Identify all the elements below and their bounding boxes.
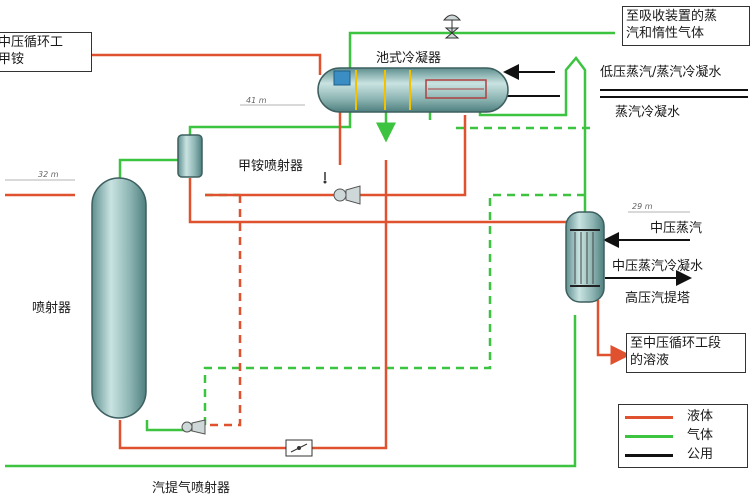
legend-utility-swatch (625, 454, 673, 457)
liquid-line-to-stripper (188, 178, 580, 224)
legend-gas: 气体 (625, 428, 743, 444)
mp-carbamate-source-box: 中压循环工 甲铵 (0, 32, 92, 72)
solution-destination-box: 至中压循环工段 的溶液 (626, 333, 746, 373)
gas-line-separator-to-sprayer (118, 158, 190, 182)
carbamate-ejector-label: 甲铵喷射器 (238, 159, 304, 174)
hp-stripper-label: 高压汽提塔 (625, 291, 691, 306)
solution-line1: 至中压循环工段 (630, 336, 722, 351)
gas-line-separator-up (188, 110, 352, 148)
legend-gas-label: 气体 (687, 428, 714, 443)
sprayer-vessel (91, 177, 147, 419)
dimension-lines (5, 104, 690, 213)
carbamate-ejector (333, 185, 361, 205)
control-valve (442, 14, 462, 39)
sprayer-label: 喷射器 (32, 301, 72, 316)
steam-condensate-label: 蒸汽冷凝水 (615, 105, 681, 120)
legend-utility: 公用 (625, 447, 743, 463)
liquid-line-to-solution (596, 300, 631, 365)
dim-41: 41 m (246, 96, 267, 105)
stripping-gas-ejector-label: 汽提气喷射器 (152, 481, 231, 496)
absorber-line2: 汽和惰性气体 (626, 26, 705, 41)
mp-steam-label: 中压蒸汽 (650, 221, 703, 236)
stripping-gas-ejector (181, 419, 206, 435)
liquid-dashed-ejector (200, 195, 242, 427)
utility-lines (503, 64, 748, 286)
absorber-line1: 至吸收装置的蒸 (626, 9, 718, 24)
liquid-lines (5, 53, 631, 450)
solution-line2: 的溶液 (630, 353, 670, 368)
separator-drum (177, 134, 203, 178)
pool-condenser-label: 池式冷凝器 (376, 51, 442, 66)
gas-line-sprayer-bottom (145, 420, 200, 432)
mp-condensate-label: 中压蒸汽冷凝水 (612, 259, 704, 274)
legend-utility-label: 公用 (687, 447, 714, 462)
liquid-dashed-lines (200, 195, 242, 427)
hp-stripper (565, 211, 605, 303)
absorber-destination-box: 至吸收装置的蒸 汽和惰性气体 (622, 6, 750, 46)
dim-29: 29 m (632, 202, 653, 211)
pool-condenser (317, 67, 509, 113)
liquid-line-return (118, 160, 388, 450)
liquid-line-mp-carbamate (90, 53, 322, 75)
bottom-valve (285, 439, 313, 457)
legend-gas-swatch (625, 435, 673, 438)
legend: 液体 气体 公用 (618, 404, 748, 468)
liquid-line-condenser-to-ejector (350, 115, 467, 197)
legend-liquid-swatch (625, 416, 673, 419)
gas-line-to-absorber (348, 31, 615, 72)
small-indicator (323, 172, 327, 184)
legend-liquid-label: 液体 (687, 409, 714, 424)
mp-carbamate-line1: 中压循环工 (0, 35, 64, 50)
legend-liquid: 液体 (625, 409, 743, 425)
mp-carbamate-line2: 甲铵 (0, 52, 25, 67)
lp-steam-label: 低压蒸汽/蒸汽冷凝水 (600, 65, 722, 80)
gas-line-stripper-to-condenser (478, 55, 587, 215)
gas-line-bottom (5, 315, 577, 468)
dim-32: 32 m (38, 170, 59, 179)
gas-dashed-loop (203, 193, 585, 425)
